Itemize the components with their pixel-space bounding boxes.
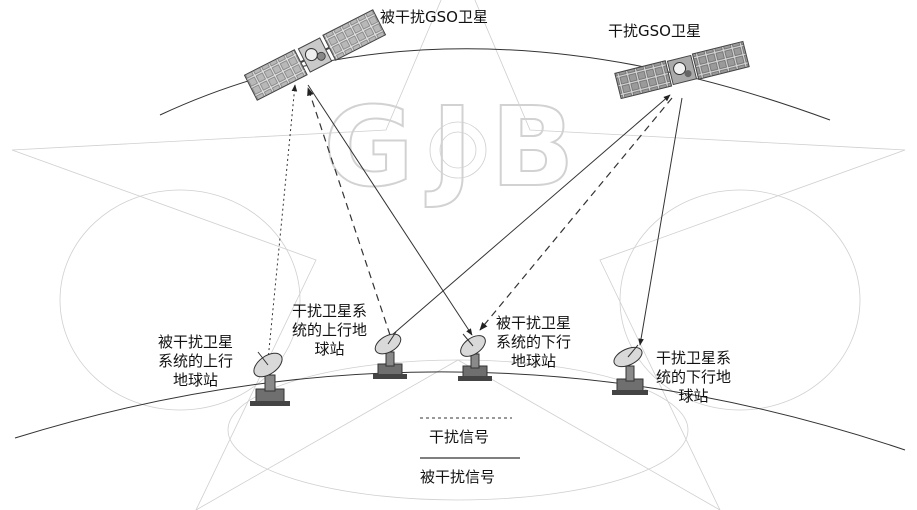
solar-panel bbox=[323, 10, 386, 60]
label-line: 球站 bbox=[656, 387, 731, 406]
label-line: 干扰卫星系 bbox=[656, 349, 731, 368]
label-line: 球站 bbox=[292, 340, 367, 359]
earth-station-interfering-downlink bbox=[611, 343, 648, 395]
victim-uplink-signal bbox=[268, 85, 295, 360]
label-line: 地球站 bbox=[158, 371, 233, 390]
earth-station-interfering-uplink bbox=[372, 330, 407, 379]
legend-victim-label: 被干扰信号 bbox=[420, 466, 495, 487]
label-line: 地球站 bbox=[496, 352, 571, 371]
label-line: 被干扰卫星 bbox=[158, 333, 233, 352]
label-line: 系统的上行 bbox=[158, 352, 233, 371]
solar-panel bbox=[615, 61, 672, 99]
solar-panel bbox=[692, 41, 749, 79]
solar-panel bbox=[244, 50, 307, 100]
interfering-uplink-station-label: 干扰卫星系 统的上行地 球站 bbox=[292, 302, 367, 359]
label-line: 统的下行地 bbox=[656, 368, 731, 387]
earth-station-victim-downlink bbox=[457, 331, 492, 381]
label-line: 统的上行地 bbox=[292, 321, 367, 340]
victim-downlink-station-label: 被干扰卫星 系统的下行 地球站 bbox=[496, 314, 571, 371]
label-line: 干扰卫星系 bbox=[292, 302, 367, 321]
victim-satellite-label: 被干扰GSO卫星 bbox=[380, 8, 488, 27]
watermark-text: GJB bbox=[323, 83, 592, 211]
legend-interference-label: 干扰信号 bbox=[429, 426, 489, 447]
earth-station-victim-uplink bbox=[250, 348, 290, 406]
interfering-downlink-station-label: 干扰卫星系 统的下行地 球站 bbox=[656, 349, 731, 406]
label-line: 系统的下行 bbox=[496, 333, 571, 352]
interfering-gso-satellite bbox=[615, 41, 749, 98]
interfering-satellite-label: 干扰GSO卫星 bbox=[608, 22, 701, 41]
interfering-downlink-signal bbox=[640, 98, 682, 345]
label-line: 被干扰卫星 bbox=[496, 314, 571, 333]
victim-uplink-station-label: 被干扰卫星 系统的上行 地球站 bbox=[158, 333, 233, 390]
